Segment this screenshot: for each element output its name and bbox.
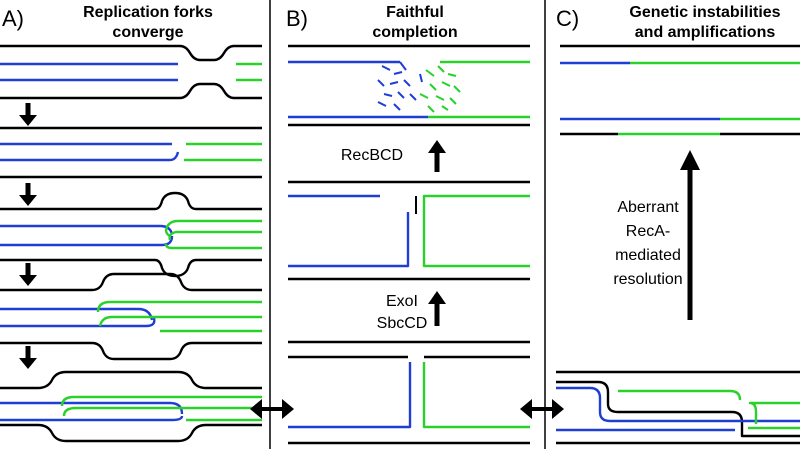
down-arrow-icon <box>19 103 37 126</box>
panel-a-step4-extended-overlap <box>0 272 262 361</box>
panel-c-title-line2: and amplifications <box>635 24 776 41</box>
panel-a-step3-overreplication <box>0 191 262 278</box>
up-arrow-icon <box>428 140 446 172</box>
panel-c-letter: C) <box>556 6 579 31</box>
aberrant-label-line4: resolution <box>613 271 682 288</box>
panel-b-title-line2: completion <box>372 24 457 41</box>
panel-b-initial-structure <box>288 340 530 445</box>
panel-b-letter: B) <box>286 6 308 31</box>
panel-b-completed-duplex <box>288 44 530 127</box>
recbcd-label: RecBCD <box>341 147 403 164</box>
down-arrow-icon <box>19 346 37 369</box>
panel-b-processed-intermediate <box>288 180 530 281</box>
double-arrow-icon <box>520 399 564 419</box>
down-arrow-icon <box>19 183 37 206</box>
degraded-dna-fragments <box>377 61 461 113</box>
up-arrow-icon <box>680 150 700 320</box>
sbccd-label: SbcCD <box>377 315 428 332</box>
panel-c-title-line1: Genetic instabilities <box>629 4 780 21</box>
panel-c-rearranged-chromosome <box>560 44 800 136</box>
double-arrow-icon <box>250 399 294 419</box>
aberrant-label-line1: Aberrant <box>617 199 679 216</box>
panel-b-title-line1: Faithful <box>386 4 444 21</box>
panel-c-initial-structure <box>556 370 800 445</box>
down-arrow-icon <box>19 263 37 286</box>
panel-a-step2-forks-meet <box>0 126 262 179</box>
panel-a-letter: A) <box>2 6 24 31</box>
panel-a-title-line1: Replication forks <box>83 4 213 21</box>
panel-a-step5-extensive-overreplication <box>0 370 262 443</box>
panel-a-step1-converging-forks <box>0 44 262 100</box>
exoi-label: ExoI <box>386 293 418 310</box>
panel-a-title-line2: converge <box>112 24 183 41</box>
aberrant-label-line3: mediated <box>615 247 681 264</box>
up-arrow-icon <box>428 291 446 326</box>
aberrant-label-line2: RecA- <box>626 223 670 240</box>
